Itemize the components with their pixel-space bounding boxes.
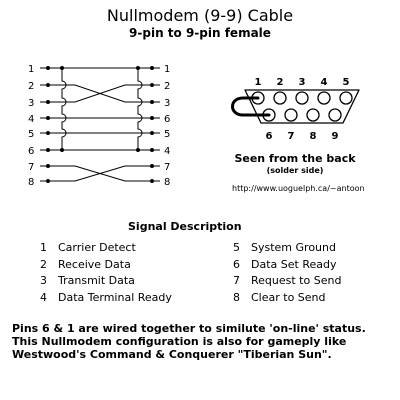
source-url: http://www.uoguelph.ca/~antoon (232, 184, 365, 193)
right-pin-label: 8 (164, 177, 170, 188)
junction-dot (46, 148, 50, 152)
right-pin-label: 5 (164, 129, 170, 140)
connector-pin (339, 91, 353, 105)
wire-cts-rts-cross (48, 165, 152, 182)
connector-pin (295, 91, 309, 105)
signal-row: 5 System Ground (233, 240, 341, 257)
left-pin-label: 2 (28, 81, 34, 92)
signal-pin: 5 (233, 241, 240, 254)
junction-dot (46, 179, 50, 183)
signal-pin: 1 (40, 241, 47, 254)
diagram-subtitle: 9-pin to 9-pin female (129, 26, 271, 40)
connector-pin-label: 3 (299, 77, 306, 88)
junction-dot (136, 66, 140, 70)
connector-pin-label: 5 (343, 77, 350, 88)
signal-name: Request to Send (251, 274, 342, 287)
signal-name: Receive Data (58, 257, 131, 271)
junction-dot (150, 83, 154, 87)
right-pin-label: 7 (164, 162, 170, 173)
signal-row: 6 Data Set Ready (233, 257, 341, 274)
right-pin-label: 3 (164, 98, 170, 109)
junction-dot (46, 131, 50, 135)
wire-tx-rx-cross (48, 84, 152, 103)
connector-pin-label: 9 (332, 131, 339, 142)
junction-dot (150, 148, 154, 152)
signal-pin: 6 (233, 257, 240, 271)
junction-dot (136, 148, 140, 152)
junction-dot (46, 100, 50, 104)
connector-pin (284, 108, 298, 122)
left-pin-label: 4 (28, 114, 34, 125)
junction-dot (150, 116, 154, 120)
wiring-note: Pins 6 & 1 are wired together to similut… (12, 322, 366, 361)
connector-pin-dot (267, 113, 271, 117)
signal-row: 3 Transmit Data (40, 273, 172, 290)
db9-connector-diagram: 1 2 3 4 5 6 7 8 9 (231, 77, 360, 142)
signal-row: 1 Carrier Detect (40, 240, 172, 257)
junction-dot (150, 164, 154, 168)
connector-pin (306, 108, 320, 122)
connector-pin-label: 6 (266, 131, 273, 142)
connector-view-sublabel: (solder side) (266, 166, 324, 175)
junction-dot (150, 179, 154, 183)
left-pin-label: 1 (28, 64, 34, 75)
junction-dot (60, 148, 64, 152)
right-pin-label: 1 (164, 64, 170, 75)
diagram-title: Nullmodem (9-9) Cable (106, 6, 294, 25)
junction-dot (46, 66, 50, 70)
left-pin-label: 6 (28, 146, 34, 157)
junction-dot (60, 66, 64, 70)
connector-pin-label: 1 (255, 77, 262, 88)
connector-pin-label: 2 (277, 77, 284, 88)
right-pin-label: 2 (164, 81, 170, 92)
signal-pin: 4 (40, 290, 47, 304)
connector-pin-label: 4 (321, 77, 328, 88)
signal-name: Data Set Ready (251, 257, 337, 271)
signal-list-right: 5 System Ground 6 Data Set Ready 7 Request … (233, 240, 341, 306)
signal-name: Transmit Data (58, 274, 135, 287)
signal-name: Data Terminal Ready (58, 290, 172, 304)
junction-dot (46, 164, 50, 168)
connector-pin-label: 7 (288, 131, 295, 142)
signal-name: System Ground (251, 241, 336, 254)
right-pin-label: 4 (164, 146, 170, 157)
signal-row: 8 Clear to Send (233, 290, 341, 307)
signal-pin: 7 (233, 274, 240, 287)
left-pin-label: 7 (28, 162, 34, 173)
wiring-diagram: 1 2 3 4 5 6 7 8 1 2 3 6 5 4 7 8 (28, 64, 170, 188)
connector-pin-dot (256, 96, 260, 100)
left-pin-label: 8 (28, 177, 34, 188)
left-pin-label: 3 (28, 98, 34, 109)
signal-list-left: 1 Carrier Detect 2 Receive Data 3 Transmit … (40, 240, 172, 306)
connector-view-label: Seen from the back (234, 152, 356, 165)
jumper-wire-6-1 (231, 96, 269, 117)
signal-name: Clear to Send (251, 290, 326, 304)
signal-row: 4 Data Terminal Ready (40, 290, 172, 307)
junction-dot (150, 100, 154, 104)
signal-pin: 2 (40, 257, 47, 271)
junction-dot (150, 66, 154, 70)
junction-dot (150, 131, 154, 135)
connector-pin (273, 91, 287, 105)
signal-name: Carrier Detect (58, 241, 136, 254)
signal-pin: 3 (40, 274, 47, 287)
junction-dot (46, 83, 50, 87)
connector-pin (317, 91, 331, 105)
signal-pin: 8 (233, 290, 240, 304)
bridge-right-1-4 (137, 68, 143, 150)
connector-pin (328, 108, 342, 122)
connector-pin-label: 8 (310, 131, 317, 142)
junction-dot (46, 116, 50, 120)
signal-row: 2 Receive Data (40, 257, 172, 274)
bridge-left-1-6 (61, 68, 67, 150)
connector-shell (244, 89, 360, 124)
right-pin-label: 6 (164, 114, 170, 125)
left-pin-label: 5 (28, 129, 34, 140)
signal-row: 7 Request to Send (233, 273, 341, 290)
signal-description-header: Signal Description (128, 220, 242, 233)
